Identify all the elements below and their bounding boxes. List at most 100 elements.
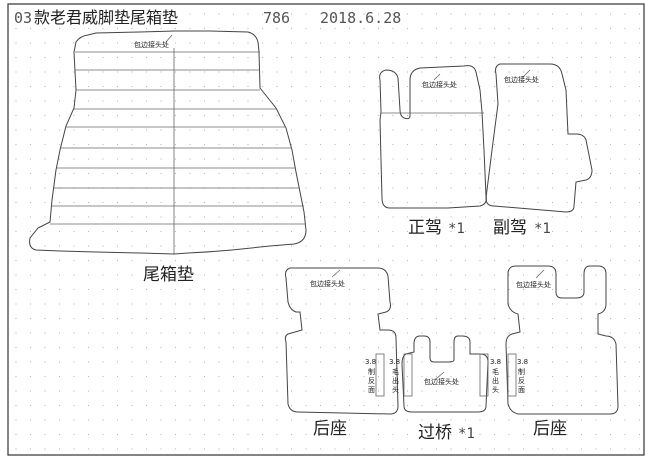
grid-dot [189,419,191,421]
grid-dot [131,288,133,291]
grid-dot [102,143,104,146]
grid-dot [174,230,177,233]
grid-dot [73,390,75,392]
grid-dot [421,230,423,233]
grid-dot [363,259,365,262]
grid-dot [624,303,626,305]
grid-dot [247,114,249,117]
grid-dot [377,230,380,233]
grid-dot [73,404,75,407]
grid-dot [189,303,191,305]
grid-dot [116,404,119,407]
grid-dot [247,317,249,320]
grid-dot [116,375,119,378]
grid-dot [392,129,394,131]
grid-dot [551,346,554,349]
grid-dot [377,201,380,204]
grid-dot [421,332,423,334]
grid-dot [290,433,293,436]
grid-dot [522,13,525,15]
grid-dot [247,274,249,276]
grid-dot [450,448,452,450]
grid-dot [58,375,61,378]
grid-dot [203,172,206,175]
grid-dot [203,433,206,436]
grid-dot [319,114,322,117]
grid-dot [189,129,191,131]
grid-dot [319,361,322,363]
grid-dot [522,303,525,305]
grid-dot [392,448,394,450]
grid-dot [406,201,409,204]
grid-dot [464,332,467,334]
grid-dot [551,143,554,146]
grid-dot [73,245,75,247]
grid-dot [537,216,539,218]
grid-dot [406,42,409,44]
grid-dot [145,259,148,262]
grid-dot [290,216,293,218]
grid-dot [508,375,510,378]
grid-dot [15,346,17,349]
grid-dot [160,100,162,102]
grid-dot [348,346,351,349]
grid-dot [392,433,394,436]
grid-dot [160,172,162,175]
grid-dot [189,56,191,59]
grid-dot [116,129,119,131]
grid-dot [203,346,206,349]
grid-dot [551,404,554,407]
grid-dot [435,201,438,204]
grid-dot [435,187,438,189]
grid-dot [363,158,365,160]
grid-dot [377,85,380,88]
grid-dot [44,303,46,305]
grid-dot [595,143,597,146]
grid-dot [624,433,626,436]
grid-dot [609,100,612,102]
grid-dot [160,375,162,378]
grid-dot [377,172,380,175]
grid-dot [421,303,423,305]
grid-dot [44,201,46,204]
grid-dot [595,375,597,378]
grid-dot [131,216,133,218]
grid-dot [348,129,351,131]
grid-dot [392,158,394,160]
grid-dot [116,390,119,392]
grid-dot [29,448,32,450]
grid-dot [551,85,554,88]
grid-dot [421,361,423,363]
grid-dot [464,245,467,247]
grid-dot [247,361,249,363]
grid-dot [580,332,583,334]
grid-dot [102,346,104,349]
grid-dot [566,13,568,15]
grid-dot [160,259,162,262]
grid-dot [464,13,467,15]
grid-dot [15,448,17,450]
grid-dot [29,100,32,102]
trunk-joint-leader [165,34,173,43]
grid-dot [479,332,481,334]
grid-dot [377,27,380,30]
grid-dot [421,390,423,392]
grid-dot [15,419,17,421]
grid-dot [624,187,626,189]
grid-dot [44,332,46,334]
grid-dot [566,332,568,334]
grid-dot [319,85,322,88]
grid-dot [406,332,409,334]
grid-dot [580,158,583,160]
grid-dot [624,158,626,160]
grid-dot [566,259,568,262]
grid-dot [305,13,307,15]
grid-dot [145,317,148,320]
grid-dot [276,85,278,88]
grid-dot [537,404,539,407]
grid-dot [508,361,510,363]
grid-dot [348,419,351,421]
grid-dot [160,129,162,131]
grid-dot [305,317,307,320]
grid-dot [392,114,394,117]
